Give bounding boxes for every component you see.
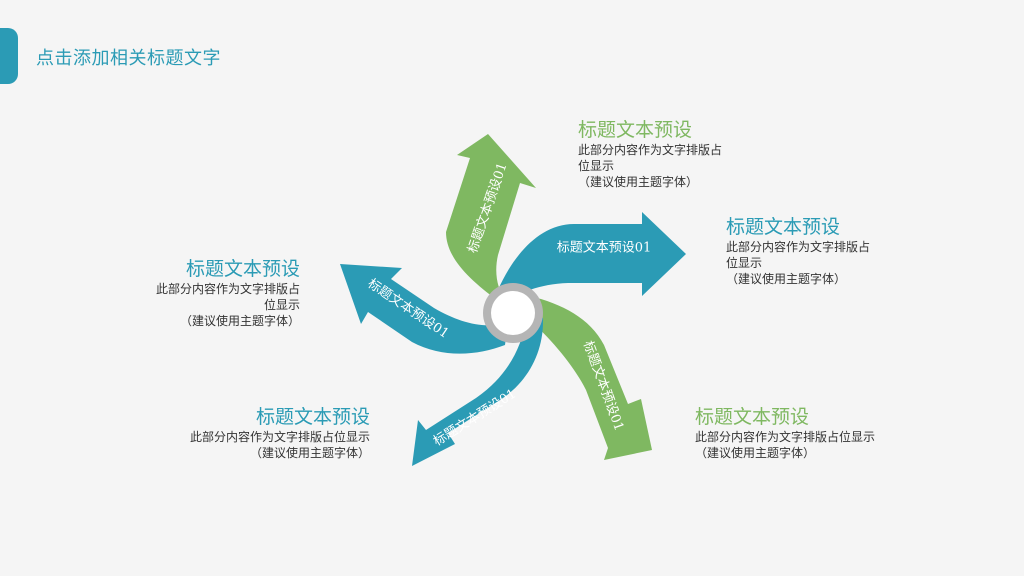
block-description-cont: 位显示 (578, 159, 615, 173)
block-heading: 标题文本预设 (255, 406, 370, 428)
block-description: 此部分内容作为文字排版占位显示 (695, 430, 876, 444)
block-description-cont: 位显示 (726, 256, 763, 270)
block-description: 此部分内容作为文字排版占 (578, 143, 723, 157)
block-description-cont: 位显示 (263, 298, 300, 312)
block-description: 此部分内容作为文字排版占 (155, 282, 300, 296)
text-block-right: 标题文本预设 此部分内容作为文字排版占 位显示 （建议使用主题字体） (726, 215, 870, 288)
text-block-bottom-left: 标题文本预设 此部分内容作为文字排版占位显示 （建议使用主题字体） (150, 405, 370, 462)
block-description: 此部分内容作为文字排版占 (726, 240, 871, 254)
block-note: （建议使用主题字体） (179, 314, 300, 328)
text-block-bottom-right: 标题文本预设 此部分内容作为文字排版占位显示 （建议使用主题字体） (695, 405, 875, 462)
text-block-top: 标题文本预设 此部分内容作为文字排版占 位显示 （建议使用主题字体） (578, 118, 722, 191)
block-note: （建议使用主题字体） (578, 175, 699, 189)
page-title: 点击添加相关标题文字 (36, 48, 221, 68)
arrow-right-label: 标题文本预设01 (557, 241, 652, 256)
arrow-lower-left-label: 标题文本预设01 (431, 387, 519, 450)
arrow-lower-right[interactable]: 标题文本预设01 (528, 296, 652, 460)
block-heading: 标题文本预设 (185, 258, 300, 280)
arrow-right[interactable]: 标题文本预设01 (498, 212, 686, 302)
title-accent-bar (0, 28, 18, 84)
block-note: （建议使用主题字体） (249, 446, 370, 460)
center-hub (483, 283, 543, 343)
text-block-left: 标题文本预设 此部分内容作为文字排版占 位显示 （建议使用主题字体） (120, 257, 300, 330)
block-heading: 标题文本预设 (695, 406, 810, 428)
block-description: 此部分内容作为文字排版占位显示 (189, 430, 370, 444)
block-note: （建议使用主题字体） (726, 272, 847, 286)
block-note: （建议使用主题字体） (695, 446, 816, 460)
block-heading: 标题文本预设 (578, 119, 693, 141)
block-heading: 标题文本预设 (726, 216, 841, 238)
arrow-top[interactable]: 标题文本预设01 (446, 134, 536, 300)
